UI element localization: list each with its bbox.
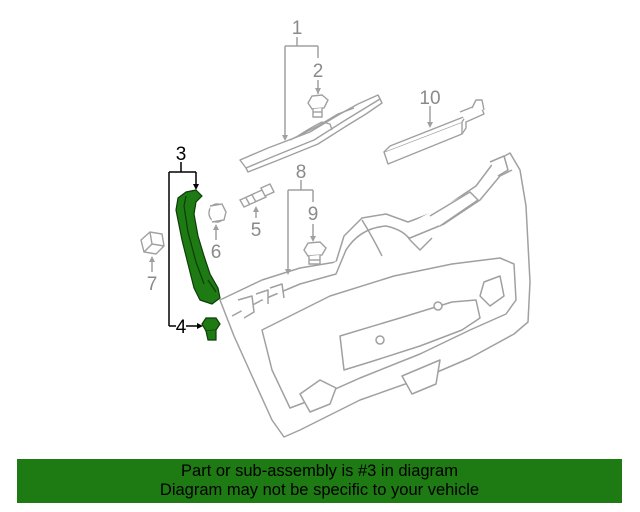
callout-9: 9 bbox=[308, 204, 319, 225]
part-8-liftgate-trim-panel bbox=[219, 152, 531, 438]
leader-arrows-black bbox=[193, 184, 203, 329]
part-5-bolt bbox=[239, 183, 275, 208]
banner-line-1: Part or sub-assembly is #3 in diagram bbox=[181, 462, 458, 480]
leader-lines-gray bbox=[151, 37, 431, 272]
part-10-bar bbox=[383, 99, 485, 165]
callout-6: 6 bbox=[211, 242, 222, 263]
parts-diagram: 1 2 3 4 5 6 7 8 9 10 bbox=[140, 18, 531, 438]
part-2-clip bbox=[307, 94, 329, 118]
part-1-upper-trim bbox=[239, 94, 383, 173]
part-4-highlighted-clip bbox=[201, 317, 221, 341]
callout-10: 10 bbox=[419, 88, 440, 109]
callout-5: 5 bbox=[251, 220, 262, 241]
callout-8: 8 bbox=[296, 162, 307, 183]
part-3-highlighted-trim bbox=[175, 189, 221, 305]
callout-2: 2 bbox=[313, 61, 324, 82]
leader-arrows-gray bbox=[149, 88, 433, 275]
part-6-nut bbox=[208, 203, 227, 223]
banner-line-2: Diagram may not be specific to your vehi… bbox=[159, 481, 480, 499]
callout-7: 7 bbox=[147, 274, 158, 295]
info-banner: Part or sub-assembly is #3 in diagram Di… bbox=[17, 459, 622, 503]
callout-4: 4 bbox=[176, 317, 187, 338]
callout-1: 1 bbox=[292, 18, 303, 39]
callout-3: 3 bbox=[176, 144, 187, 165]
part-9-clip bbox=[303, 241, 327, 265]
callout-numbers: 1 2 3 4 5 6 7 8 9 10 bbox=[147, 18, 441, 338]
part-7-spacer bbox=[140, 231, 165, 255]
